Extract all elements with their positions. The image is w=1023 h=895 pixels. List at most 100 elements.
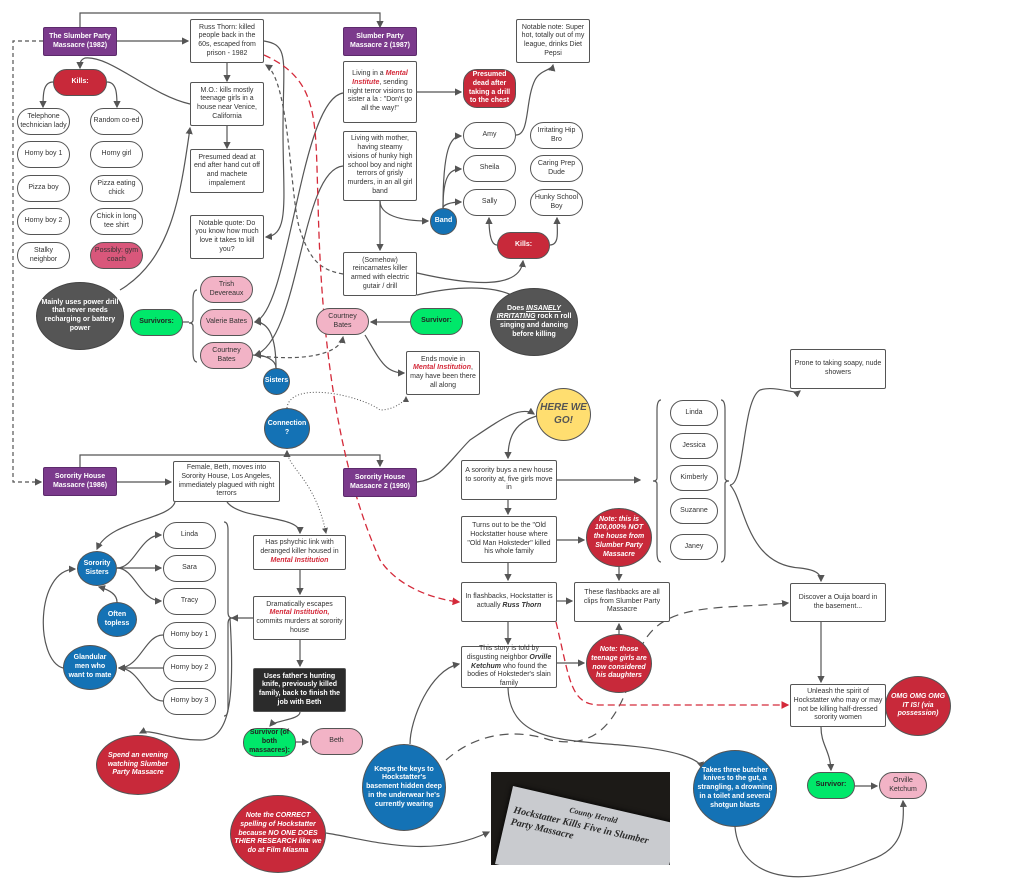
kill-telephone-label: Telephone technician lady — [20, 112, 67, 129]
newspaper: County Herald Hockstatter Kills Five in … — [495, 786, 670, 865]
sh2-title-node: Sorority House Massacre 2 (1990) — [343, 468, 417, 497]
text-segment: Russ Thorn — [502, 602, 542, 609]
note-daughters-node: Note: those teenage girls are now consid… — [586, 634, 652, 693]
red-dashed-connector — [263, 54, 461, 606]
connector — [734, 799, 908, 878]
keeps-keys-label: Keeps the keys to Hockstatter's basement… — [366, 765, 442, 808]
hunky-boy-node: Hunky School Boy — [530, 189, 583, 216]
s-horny-2-node: Horny boy 2 — [163, 655, 216, 682]
turns-out-label: Turns out to be the "Old Hockstatter hou… — [467, 522, 551, 556]
presumed-dead-1-label: Presumed dead at end after hand cut off … — [193, 153, 261, 187]
connector — [442, 198, 463, 209]
here-we-go-label: HERE WE GO! — [540, 402, 587, 426]
connector — [549, 216, 561, 246]
kill-stalky-label: Stalky neighbor — [29, 246, 58, 263]
kill-horny-boy-2-node: Horny boy 2 — [17, 208, 70, 235]
dashed-connector — [252, 335, 346, 359]
sheila-label: Sheila — [479, 164, 500, 172]
kills-2-label: Kills: — [514, 241, 533, 249]
text-segment: Has pshychic link with deranged killer h… — [260, 539, 339, 556]
bracket — [223, 521, 233, 717]
courtney-2-label: Courtney Bates — [328, 312, 357, 329]
text-segment: Mental Institution — [270, 556, 329, 564]
flashback-clips-label: These flashbacks are all clips from Slum… — [583, 588, 661, 614]
russ-thorn-node: Russ Thorn: killed people back in the 60… — [190, 19, 264, 63]
sh1-title-label: Sorority House Massacre (1986) — [52, 472, 108, 489]
sisters-node: Sisters — [263, 368, 290, 395]
often-topless-node: Often topless — [97, 602, 137, 637]
sp2-title-label: Slumber Party Massacre 2 (1987) — [350, 32, 410, 49]
valerie-node: Valerie Bates — [200, 309, 253, 336]
omg-node: OMG OMG OMG IT IS! (via possession) — [885, 676, 951, 736]
connector — [226, 501, 304, 535]
often-topless-label: Often topless — [104, 610, 130, 627]
newspaper-image: County Herald Hockstatter Kills Five in … — [491, 772, 670, 865]
s-linda-label: Linda — [180, 531, 199, 539]
presumed-dead-1-node: Presumed dead at end after hand cut off … — [190, 149, 264, 193]
mo-label: M.O.: kills mostly teenage girls in a ho… — [197, 86, 257, 120]
s-linda-node: Linda — [163, 522, 216, 549]
power-drill-node: Mainly uses power drill that never needs… — [36, 282, 124, 350]
bracket — [720, 399, 730, 563]
s-sara-node: Sara — [163, 555, 216, 582]
connector — [507, 687, 705, 770]
kill-stalky-node: Stalky neighbor — [17, 242, 70, 269]
beth-node: Beth — [310, 728, 363, 755]
sorority-sisters-label: Sorority Sisters — [83, 559, 111, 576]
dashed-connector — [264, 64, 344, 275]
connector — [820, 726, 835, 772]
courtney-1-label: Courtney Bates — [212, 346, 241, 363]
text-segment: , may have been there all along — [410, 364, 476, 389]
correct-spelling-node: Note the CORRECT spelling of Hockstatter… — [230, 795, 326, 873]
dashed-connector — [12, 40, 43, 486]
text-segment: In flashbacks, Hockstatter is actually — [465, 593, 553, 609]
survivor-both-label: Survivor (of both massacres): — [249, 729, 290, 754]
connector — [119, 126, 193, 291]
reincarnates-node: (Somehow) reincarnates killer armed with… — [343, 252, 417, 296]
kill-random-coed-label: Random co-ed — [93, 117, 140, 125]
kill-pizza-boy-node: Pizza boy — [17, 175, 70, 202]
text-segment: commits murders at sorority house — [256, 618, 343, 634]
connector — [379, 200, 430, 225]
rock-n-roll-node: Does INSANELY IRRITATING rock n roll sin… — [490, 288, 578, 356]
survivor-3-node: Survivor: — [807, 772, 855, 799]
sh1-title-node: Sorority House Massacre (1986) — [43, 467, 117, 496]
notable-quote-node: Notable quote: Do you know how much love… — [190, 215, 264, 259]
notable-note-label: Notable note: Super hot, totally out of … — [521, 23, 585, 57]
kills-1-label: Kills: — [71, 78, 89, 86]
living-mother-label: Living with mother, having steamy vision… — [347, 135, 413, 195]
g-linda-node: Linda — [670, 400, 718, 426]
sorority-buys-node: A sorority buys a new house to sorority … — [461, 460, 557, 500]
dotted-connector — [286, 391, 409, 411]
text-segment: , sending night terror visions to sister… — [347, 78, 413, 113]
text-segment: Ends movie in — [421, 355, 465, 363]
connector — [325, 831, 491, 848]
survivor-2-label: Survivor: — [421, 317, 452, 325]
connector — [485, 216, 498, 246]
s-sara-label: Sara — [182, 564, 197, 572]
sally-node: Sally — [463, 189, 516, 216]
g-suzanne-label: Suzanne — [680, 506, 708, 514]
omg-label: OMG OMG OMG IT IS! (via possession) — [890, 692, 946, 718]
living-mental-label: Living in a Mental Institute, sending ni… — [346, 70, 414, 114]
russ-thorn-label: Russ Thorn: killed people back in the 60… — [198, 23, 256, 57]
sorority-sisters-node: Sorority Sisters — [77, 551, 117, 586]
kill-telephone-node: Telephone technician lady — [17, 108, 70, 135]
text-segment: rock n roll singing and dancing before k… — [499, 313, 572, 338]
valerie-label: Valerie Bates — [205, 318, 248, 326]
text-segment: This story is told by disgusting neighbo… — [466, 645, 539, 661]
g-kimberly-node: Kimberly — [670, 465, 718, 491]
connector — [442, 165, 463, 209]
g-janey-node: Janey — [670, 534, 718, 560]
amy-node: Amy — [463, 122, 516, 149]
survivor-2-node: Survivor: — [410, 308, 463, 335]
courtney-1-node: Courtney Bates — [200, 342, 253, 369]
kill-gym-coach-node: Possibly: gym coach — [90, 242, 143, 269]
kill-random-coed-node: Random co-ed — [90, 108, 143, 135]
connector — [116, 567, 163, 605]
connection-node: Connection ? — [264, 408, 310, 449]
kill-gym-coach-label: Possibly: gym coach — [94, 246, 139, 263]
s-horny-2-label: Horny boy 2 — [170, 664, 209, 672]
ouija-label: Discover a Ouija board in the basement..… — [798, 593, 878, 610]
